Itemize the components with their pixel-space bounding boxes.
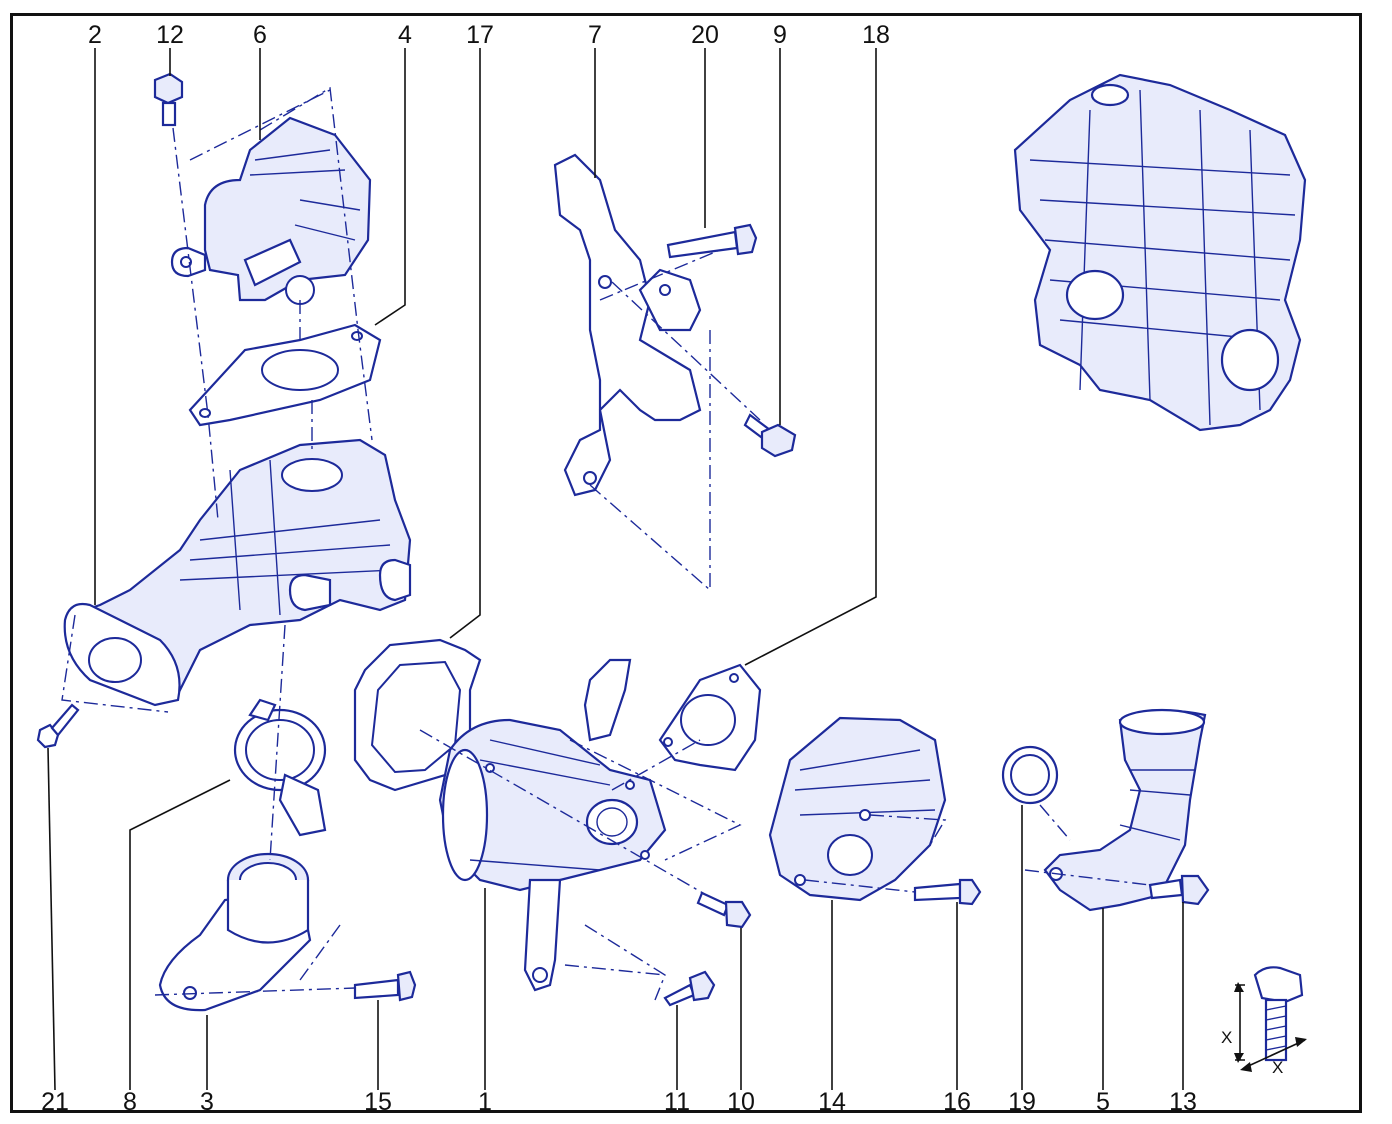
callout-21: 21 bbox=[41, 1088, 69, 1116]
part-8-clamp bbox=[233, 698, 327, 837]
part-14-valve bbox=[768, 716, 947, 902]
part-4-gasket bbox=[188, 323, 382, 427]
part-12-bolt bbox=[153, 72, 184, 127]
callout-7: 7 bbox=[588, 21, 602, 49]
callout-5: 5 bbox=[1096, 1088, 1110, 1116]
dimension-label-x-horizontal: X bbox=[1272, 1058, 1283, 1077]
part-6-actuator bbox=[170, 116, 372, 305]
part-9-bolt bbox=[743, 413, 797, 458]
callout-17: 17 bbox=[466, 21, 494, 49]
engine-overview bbox=[1013, 73, 1307, 432]
assembly-lines bbox=[61, 86, 1151, 1001]
diagram-frame bbox=[10, 13, 1362, 1113]
dimension-label-x-vertical: X bbox=[1221, 1028, 1232, 1047]
callout-18: 18 bbox=[862, 21, 890, 49]
part-15-bolt bbox=[353, 970, 417, 1002]
bolt-dimension-symbol: X X bbox=[1221, 966, 1307, 1077]
part-13-bolt bbox=[1148, 874, 1210, 906]
callout-16: 16 bbox=[943, 1088, 971, 1116]
callout-9: 9 bbox=[773, 21, 787, 49]
part-19-seal bbox=[1001, 745, 1059, 805]
part-10-bolt bbox=[696, 891, 752, 929]
part-2-housing bbox=[63, 438, 412, 707]
callout-12: 12 bbox=[156, 21, 184, 49]
callout-14: 14 bbox=[818, 1088, 846, 1116]
part-18-gasket bbox=[658, 663, 762, 772]
part-5-elbow bbox=[1043, 708, 1207, 912]
part-1-cooler bbox=[438, 658, 667, 992]
callout-10: 10 bbox=[727, 1088, 755, 1116]
callouts-bottom: 21 8 3 15 1 11 10 14 16 19 5 13 bbox=[41, 1088, 1197, 1116]
callouts-top: 2 12 6 4 17 7 20 9 18 bbox=[88, 21, 890, 49]
callout-20: 20 bbox=[691, 21, 719, 49]
callout-19: 19 bbox=[1008, 1088, 1036, 1116]
part-11-bolt bbox=[663, 970, 716, 1007]
part-3-flange bbox=[158, 852, 312, 1012]
part-20-bolt bbox=[666, 223, 758, 259]
part-7-bracket bbox=[553, 153, 702, 497]
callout-2: 2 bbox=[88, 21, 102, 49]
part-16-bolt bbox=[913, 878, 982, 906]
callout-11: 11 bbox=[664, 1088, 690, 1116]
leader-lines bbox=[47, 48, 1184, 1091]
callout-6: 6 bbox=[253, 21, 267, 49]
callout-3: 3 bbox=[200, 1088, 214, 1116]
callout-8: 8 bbox=[123, 1088, 137, 1116]
callout-1: 1 bbox=[478, 1088, 492, 1116]
callout-4: 4 bbox=[398, 21, 412, 49]
part-21-bolt bbox=[36, 703, 80, 749]
callout-15: 15 bbox=[364, 1088, 392, 1116]
callout-13: 13 bbox=[1169, 1088, 1197, 1116]
